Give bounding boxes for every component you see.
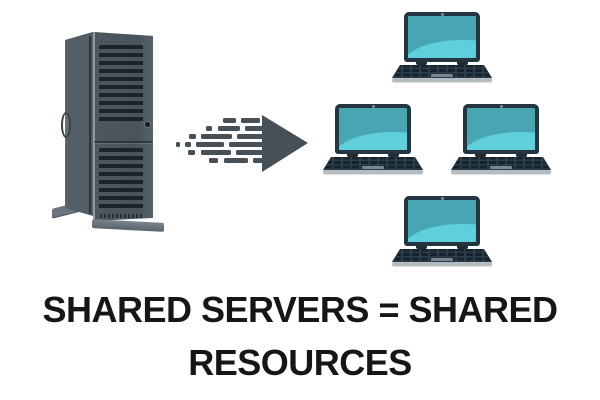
- laptop-camera-dot: [440, 13, 444, 16]
- laptop-keyboard: [392, 65, 492, 78]
- laptop-keyboard: [323, 157, 423, 170]
- laptop-display: [467, 108, 535, 150]
- laptop-icon-middle-right: [451, 104, 551, 174]
- server-tower-icon: [52, 26, 164, 238]
- laptop-camera-dot: [440, 197, 444, 200]
- server-front-edge-highlight: [93, 32, 95, 221]
- laptop-base: [451, 170, 551, 174]
- laptop-keyboard: [392, 249, 492, 262]
- laptop-hinges: [404, 62, 480, 65]
- laptop-keyboard: [451, 157, 551, 170]
- laptop-icon-bottom: [392, 196, 492, 266]
- laptop-display: [339, 108, 407, 150]
- laptop-display: [408, 200, 476, 242]
- caption-line-2: RESOURCES: [188, 342, 412, 383]
- laptop-base: [392, 262, 492, 266]
- server-power-button: [145, 122, 150, 127]
- laptop-hinges: [404, 246, 480, 249]
- laptop-screen: [335, 104, 411, 154]
- server-door-handle: [61, 112, 71, 138]
- laptop-display: [408, 16, 476, 58]
- laptop-trackpad-notch: [490, 166, 512, 169]
- server-door-seam: [89, 36, 91, 214]
- caption-line-1: SHARED SERVERS = SHARED: [42, 289, 558, 330]
- laptop-icon-top: [392, 12, 492, 82]
- laptop-hinges: [463, 154, 539, 157]
- server-panel-divider: [94, 141, 152, 143]
- laptop-screen: [404, 12, 480, 62]
- server-front-foot: [92, 219, 164, 232]
- laptop-trackpad-notch: [362, 166, 384, 169]
- laptop-trackpad-notch: [431, 74, 453, 77]
- laptop-icon-middle-left: [323, 104, 423, 174]
- laptop-base: [392, 78, 492, 82]
- caption: SHARED SERVERS = SHARED RESOURCES: [0, 283, 600, 389]
- laptop-camera-dot: [371, 105, 375, 108]
- laptop-hinges: [335, 154, 411, 157]
- laptop-camera-dot: [499, 105, 503, 108]
- laptop-trackpad-notch: [431, 258, 453, 261]
- laptop-screen: [404, 196, 480, 246]
- laptop-base: [323, 170, 423, 174]
- speed-arrow-icon: [176, 112, 310, 174]
- laptop-screen: [463, 104, 539, 154]
- server-bottom-grille: [100, 214, 142, 218]
- server-vent-slots-lower: [99, 148, 143, 212]
- server-vent-slots-upper: [99, 45, 143, 125]
